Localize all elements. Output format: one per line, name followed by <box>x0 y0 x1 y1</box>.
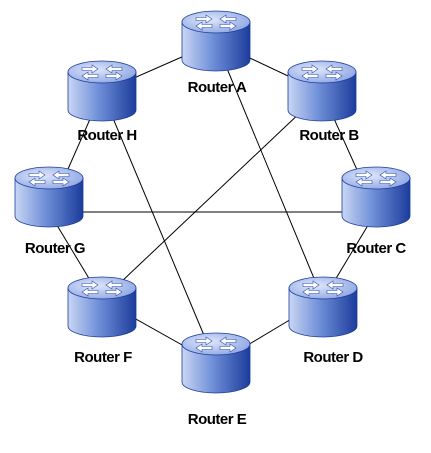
router-h: Router H <box>67 60 137 144</box>
router-icon <box>67 276 137 338</box>
router-a: Router A <box>181 10 251 96</box>
router-label: Router B <box>299 127 359 144</box>
link-b-f <box>101 91 323 301</box>
router-icon <box>181 10 251 72</box>
router-icon <box>14 166 84 228</box>
router-icon <box>341 166 411 228</box>
router-e: Router E <box>181 332 251 428</box>
router-label: Router C <box>346 240 406 257</box>
router-icon <box>67 60 137 122</box>
router-g: Router G <box>14 166 86 257</box>
router-label: Router G <box>25 240 85 257</box>
router-label: Router D <box>303 349 363 366</box>
router-icon <box>287 60 357 122</box>
router-c: Router C <box>341 166 411 257</box>
router-label: Router E <box>188 411 247 428</box>
router-f: Router F <box>67 276 137 366</box>
link-a-d <box>215 41 324 301</box>
router-label: Router F <box>74 349 132 366</box>
router-label: Router A <box>188 79 247 96</box>
link-h-e <box>101 91 217 365</box>
router-icon <box>288 276 358 338</box>
router-d: Router D <box>288 276 364 366</box>
routers-layer: Router A Router B Router C Router D Router E… <box>14 10 411 428</box>
router-b: Router B <box>287 60 360 144</box>
router-label: Router H <box>77 127 136 144</box>
router-icon <box>181 332 251 394</box>
